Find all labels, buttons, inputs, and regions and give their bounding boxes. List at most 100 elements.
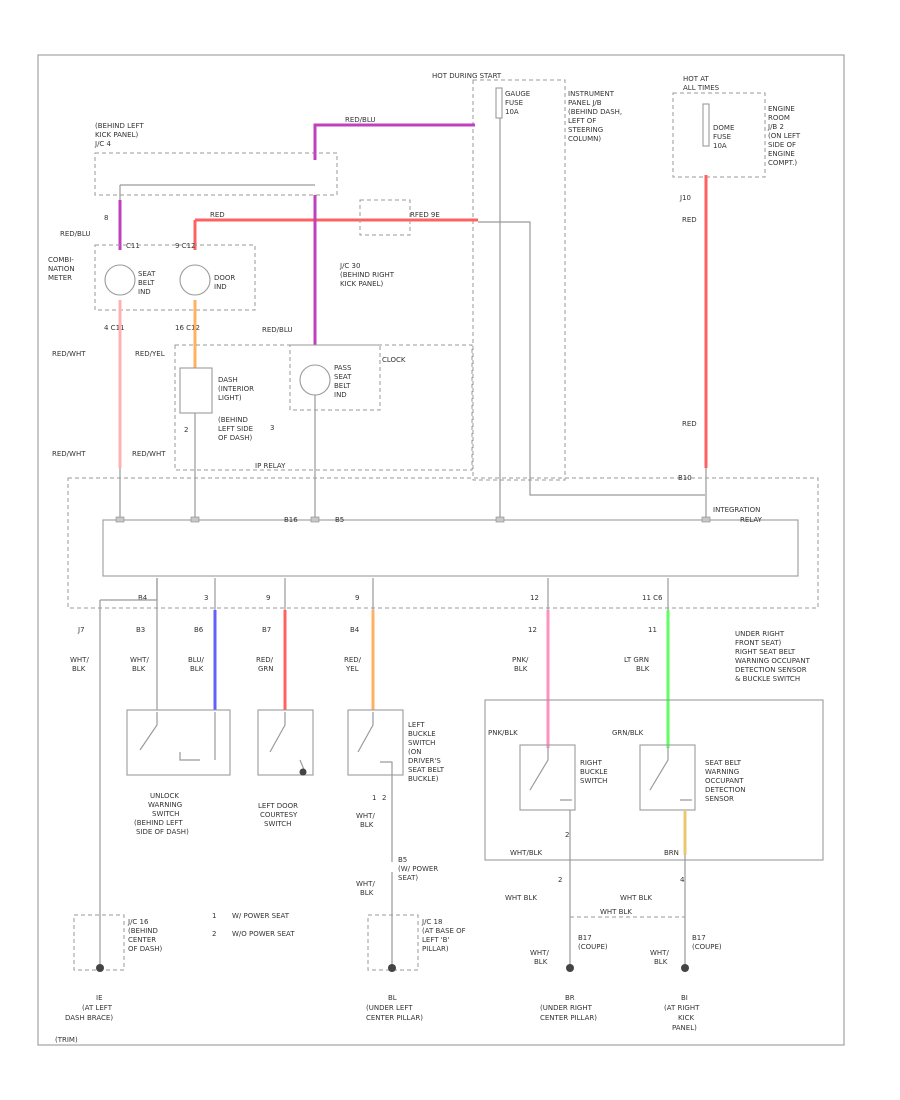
svg-text:W/ POWER SEAT: W/ POWER SEAT <box>232 912 290 920</box>
svg-text:BR: BR <box>565 994 575 1002</box>
svg-text:STEERING: STEERING <box>568 126 603 134</box>
power-seat-legend: 1 W/ POWER SEAT 2 W/O POWER SEAT <box>212 912 295 938</box>
svg-text:DETECTION SENSOR: DETECTION SENSOR <box>735 666 807 674</box>
svg-text:COURTESY: COURTESY <box>260 811 298 819</box>
svg-text:BLK: BLK <box>360 889 374 897</box>
svg-text:SWITCH: SWITCH <box>152 810 179 818</box>
svg-text:(BEHIND: (BEHIND <box>128 927 158 935</box>
svg-text:J/C 18: J/C 18 <box>421 918 442 926</box>
right-buckle-switch <box>519 744 576 811</box>
ip-relay-box <box>174 344 473 471</box>
relay-pin-b4-left: B4 <box>138 594 148 602</box>
wire-label-11: 11 LT GRN BLK <box>624 626 657 673</box>
wire-red-blu-top-label: RED/BLU <box>345 116 376 124</box>
svg-text:CENTER PILLAR): CENTER PILLAR) <box>540 1014 597 1022</box>
right-buckle-wire-label: WHT/BLK <box>510 849 543 857</box>
occupant-detection-sensor-contact <box>649 747 692 801</box>
left-door-courtesy-switch-contact <box>269 712 306 773</box>
integration-relay-body <box>102 519 799 577</box>
pnk-blk-inner-label: PNK/BLK <box>488 729 518 737</box>
wire-red-right-label-2: RED <box>682 420 697 428</box>
wire-label-12: 12 PNK/ BLK <box>512 626 537 673</box>
jc18-box <box>367 914 419 971</box>
svg-text:DRIVER'S: DRIVER'S <box>408 757 441 765</box>
svg-text:HOT AT: HOT AT <box>683 75 710 83</box>
relay-pin-b10: B10 <box>678 474 692 482</box>
b17-coupe-b: B17 (COUPE) <box>692 934 722 951</box>
svg-text:CENTER PILLAR): CENTER PILLAR) <box>366 1014 423 1022</box>
svg-text:10A: 10A <box>713 142 727 150</box>
wire-red-blu-top <box>313 123 475 160</box>
pin-relay-j10: J10 <box>679 194 691 202</box>
svg-text:WHT/: WHT/ <box>530 949 549 957</box>
svg-text:(BEHIND RIGHT: (BEHIND RIGHT <box>340 271 395 279</box>
svg-text:WHT/: WHT/ <box>356 880 375 888</box>
svg-text:WARNING OCCUPANT: WARNING OCCUPANT <box>735 657 811 665</box>
relay-pin-3: 3 <box>204 594 208 602</box>
svg-text:10A: 10A <box>505 108 519 116</box>
svg-text:DOME: DOME <box>713 124 734 132</box>
svg-text:PANEL): PANEL) <box>672 1024 697 1032</box>
svg-text:FRONT SEAT): FRONT SEAT) <box>735 639 782 647</box>
svg-text:BI: BI <box>681 994 688 1002</box>
svg-text:BLK: BLK <box>190 665 204 673</box>
diagram-frame <box>37 54 845 1046</box>
svg-text:(ON LEFT: (ON LEFT <box>768 132 801 140</box>
svg-text:IND: IND <box>138 288 151 296</box>
svg-text:YEL: YEL <box>345 665 359 673</box>
ground-br-label: BR (UNDER RIGHT CENTER PILLAR) <box>540 994 597 1022</box>
wire-wht-blk-h3: WHT BLK <box>600 908 632 916</box>
svg-text:BLK: BLK <box>72 665 86 673</box>
svg-text:SENSOR: SENSOR <box>705 795 734 803</box>
svg-text:& BUCKLE SWITCH: & BUCKLE SWITCH <box>735 675 800 683</box>
dash-interior-light <box>179 367 213 414</box>
svg-text:SEAT): SEAT) <box>398 874 418 882</box>
svg-text:SIDE OF: SIDE OF <box>768 141 796 149</box>
relay-pin-9: 9 <box>266 594 270 602</box>
svg-text:FUSE: FUSE <box>713 133 731 141</box>
svg-text:RED/: RED/ <box>256 656 274 664</box>
svg-text:B17: B17 <box>692 934 706 942</box>
jc16-box <box>73 914 125 971</box>
wire-red-yel-label: RED/YEL <box>135 350 165 358</box>
svg-text:2: 2 <box>382 794 386 802</box>
svg-text:ROOM: ROOM <box>768 114 790 122</box>
svg-text:KICK PANEL): KICK PANEL) <box>340 280 383 288</box>
svg-text:(UNDER LEFT: (UNDER LEFT <box>366 1004 413 1012</box>
dome-fuse-label: DOME FUSE 10A <box>713 124 734 150</box>
wire-label-b3: B3 WHT/ BLK <box>130 626 149 673</box>
svg-text:LEFT: LEFT <box>408 721 425 729</box>
jc30-label: J/C 30 (BEHIND RIGHT KICK PANEL) <box>339 262 395 288</box>
svg-text:DASH BRACE): DASH BRACE) <box>65 1014 113 1022</box>
wire-wht-blk-h: WHT BLK <box>505 894 537 902</box>
svg-text:(BEHIND LEFT: (BEHIND LEFT <box>95 122 144 130</box>
wire-left-buckle-lower-label: WHT/ BLK <box>356 880 375 897</box>
engine-jb-label: ENGINE ROOM J/B 2 (ON LEFT SIDE OF ENGIN… <box>767 105 801 167</box>
svg-text:UNDER RIGHT: UNDER RIGHT <box>735 630 785 638</box>
svg-text:LEFT 'B': LEFT 'B' <box>422 936 449 944</box>
jc30-box <box>359 199 411 236</box>
jc4-box <box>94 152 338 196</box>
svg-text:SWITCH: SWITCH <box>408 739 435 747</box>
svg-text:BLK: BLK <box>514 665 528 673</box>
svg-text:B5: B5 <box>398 856 407 864</box>
pin-light-bottom-2: 3 <box>270 424 274 432</box>
behind-left-side-label: (BEHIND LEFT SIDE OF DASH) <box>218 416 253 442</box>
ground-ie-extra: (TRIM) <box>55 1036 78 1044</box>
right-buckle-switch-contact <box>529 747 572 801</box>
relay-pin-12: 12 <box>530 594 539 602</box>
b17-coupe-a: B17 (COUPE) <box>578 934 608 951</box>
door-ind-label: DOOR IND <box>214 274 235 291</box>
svg-text:OCCUPANT: OCCUPANT <box>705 777 744 785</box>
pin-ind-bottom: 16 C12 <box>175 324 200 332</box>
svg-text:1: 1 <box>372 794 376 802</box>
svg-text:B7: B7 <box>262 626 271 634</box>
unlock-warning-switch <box>126 709 231 776</box>
svg-text:ALL TIMES: ALL TIMES <box>683 84 720 92</box>
left-door-courtesy-label: LEFT DOOR COURTESY SWITCH <box>258 802 298 828</box>
svg-text:RIGHT: RIGHT <box>580 759 603 767</box>
svg-text:SEAT: SEAT <box>138 270 156 278</box>
svg-text:KICK: KICK <box>678 1014 695 1022</box>
wire-red-wht-label-3: RED/WHT <box>132 450 166 458</box>
wire-red-blu-mid-label: RED/BLU <box>262 326 293 334</box>
